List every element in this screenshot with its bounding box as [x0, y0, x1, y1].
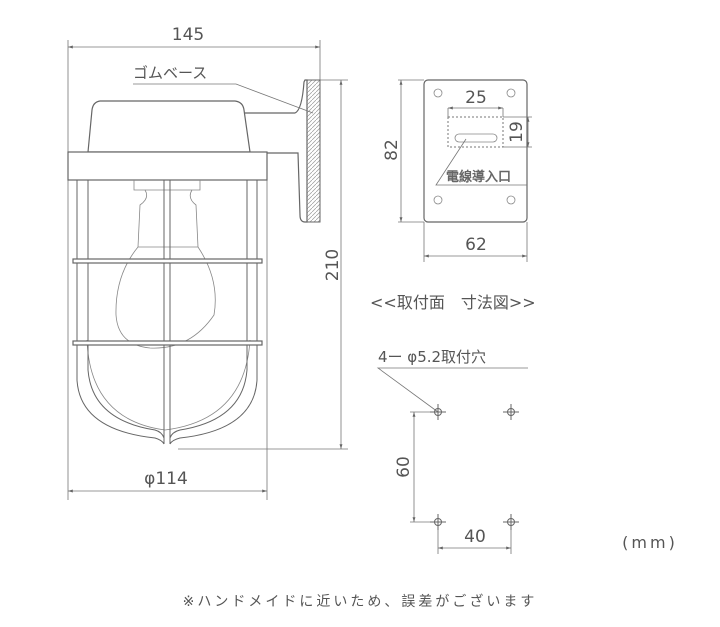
cable-entry-label: 電線導入口: [446, 169, 511, 185]
mount-plate: [423, 79, 528, 223]
holes-label: 4ー φ5.2取付穴: [378, 348, 486, 366]
screw-hole: [506, 88, 516, 98]
lamp-side-view: 145 210 φ114 ゴムベース: [67, 25, 348, 500]
slot-width-dimension: 25: [465, 88, 487, 108]
wire-cage: [72, 180, 263, 445]
units-label: (mm): [622, 533, 678, 552]
slot-height-dimension: 19: [507, 121, 527, 143]
plate-width-dimension: 62: [465, 235, 487, 255]
plate-height-dimension: 82: [382, 139, 402, 161]
screw-hole: [433, 195, 443, 205]
tolerance-note: ※ハンドメイドに近いため、誤差がございます: [183, 593, 538, 610]
screw-hole: [506, 195, 516, 205]
width-dimension: 145: [172, 25, 204, 45]
rubber-base: [306, 79, 321, 223]
diameter-dimension: φ114: [144, 469, 188, 489]
socket: [133, 180, 201, 191]
mount-plate-view: 25 19 82 62 電線導入口: [382, 79, 532, 262]
screw-hole: [433, 88, 443, 98]
height-dimension: 210: [323, 249, 343, 281]
housing-cap: [87, 100, 251, 153]
mounting-hole-view: <<取付面 寸法図>> 4ー φ5.2取付穴 60 40: [370, 293, 536, 554]
holes-leader: [376, 367, 528, 413]
cable-entry-leader: [435, 138, 527, 186]
slot-area: [447, 116, 504, 148]
cable-slot: [454, 133, 498, 143]
housing-ring: [67, 151, 268, 181]
rubber-base-leader: [133, 83, 314, 114]
light-bulb: [115, 189, 216, 349]
horizontal-spacing-dimension: 40: [464, 527, 486, 547]
vertical-spacing-dimension: 60: [394, 456, 414, 478]
glass-globe: [86, 339, 251, 431]
hole-markers: [430, 404, 519, 530]
rubber-base-label: ゴムベース: [133, 64, 207, 82]
mounting-title: <<取付面 寸法図>>: [370, 293, 536, 312]
